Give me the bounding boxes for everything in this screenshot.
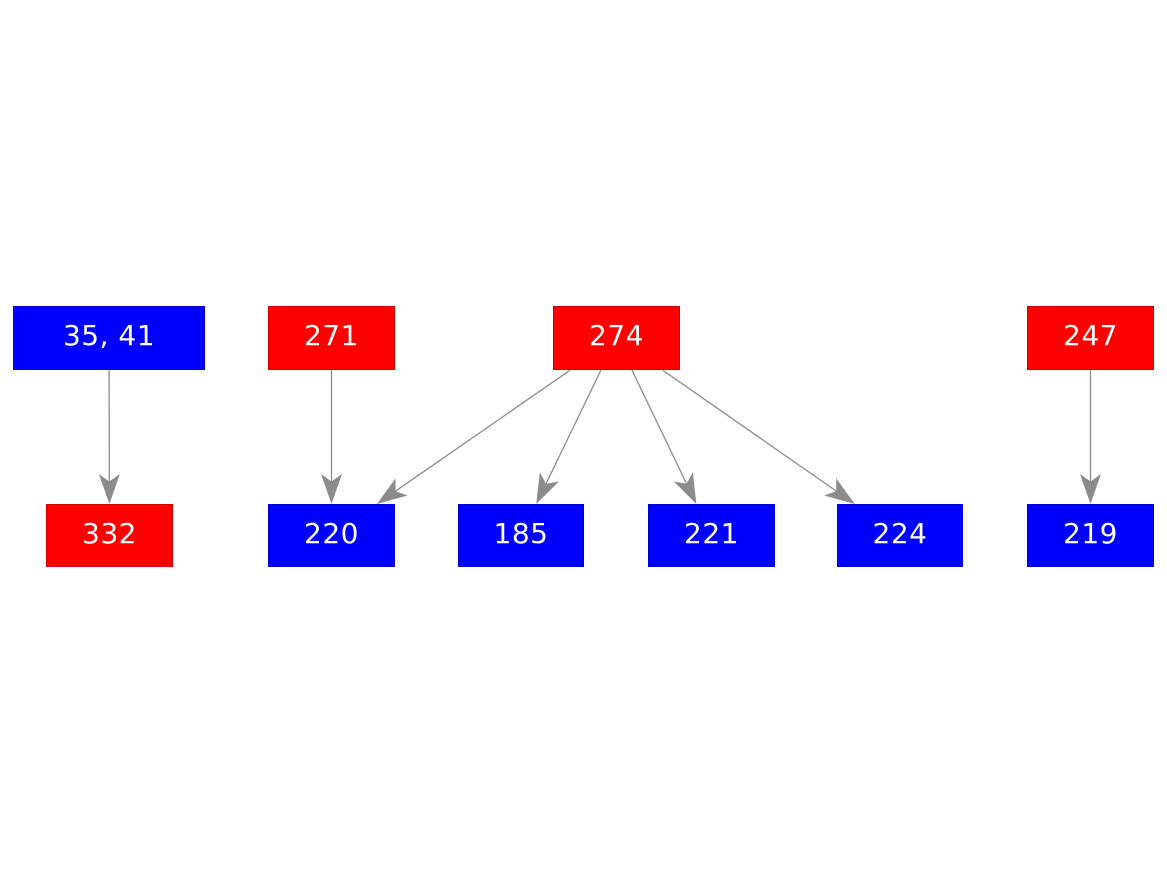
- arrowhead-35_41-332: [98, 473, 120, 504]
- arrowhead-274-220: [376, 478, 408, 504]
- node-224: 224: [837, 504, 963, 567]
- arrowhead-247-219: [1080, 474, 1101, 504]
- edge-274-220: [376, 369, 571, 504]
- edge-271-220: [321, 370, 342, 504]
- edge-35_41-332: [98, 369, 120, 504]
- node-219: 219: [1027, 504, 1154, 567]
- node-274: 274: [553, 306, 680, 370]
- arrowhead-274-185: [536, 472, 559, 504]
- edge-line-274-221: [631, 369, 688, 485]
- edge-line-274-185: [545, 369, 602, 485]
- edge-line-274-220: [395, 369, 571, 492]
- edge-274-185: [536, 369, 602, 504]
- edge-274-224: [662, 369, 855, 504]
- node-247: 247: [1027, 306, 1154, 370]
- node-271: 271: [268, 306, 395, 370]
- arrowhead-274-221: [673, 472, 697, 504]
- arrowhead-274-224: [824, 478, 855, 504]
- arrowhead-271-220: [321, 474, 342, 504]
- edge-247-219: [1080, 370, 1101, 504]
- node-332: 332: [46, 504, 173, 567]
- node-185: 185: [458, 504, 584, 567]
- node-221: 221: [648, 504, 775, 567]
- node-35_41: 35, 41: [13, 306, 205, 370]
- edge-line-274-224: [662, 369, 837, 492]
- node-220: 220: [268, 504, 395, 567]
- edge-274-221: [631, 369, 697, 504]
